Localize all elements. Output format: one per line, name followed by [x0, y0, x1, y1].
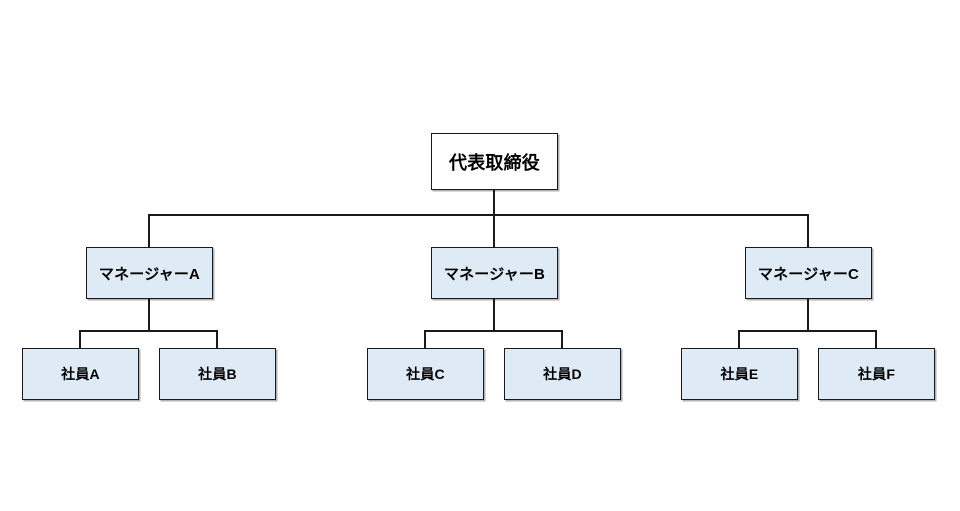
- node-label: 代表取締役: [449, 152, 540, 173]
- node-label: マネージャーA: [98, 265, 201, 283]
- connector-bus-manager-a: [80, 330, 217, 332]
- connector-root-stem: [493, 190, 495, 247]
- connector-drop-employee-f: [875, 330, 877, 348]
- node-label: マネージャーC: [757, 265, 860, 283]
- node-label: 社員C: [406, 366, 445, 382]
- node-employee-e[interactable]: 社員E: [681, 348, 798, 400]
- node-employee-a[interactable]: 社員A: [22, 348, 139, 400]
- node-label: 社員D: [543, 366, 582, 382]
- connector-stem-manager-a: [148, 299, 150, 330]
- node-employee-f[interactable]: 社員F: [818, 348, 935, 400]
- connector-bus-manager-b: [425, 330, 562, 332]
- node-label: 社員B: [198, 366, 237, 382]
- connector-drop-employee-d: [561, 330, 563, 348]
- connector-drop-employee-e: [738, 330, 740, 348]
- node-label: マネージャーB: [443, 265, 546, 283]
- connector-stem-manager-c: [807, 299, 809, 330]
- connector-bus-manager-c: [739, 330, 876, 332]
- node-label: 社員A: [61, 366, 100, 382]
- connector-drop-manager-a: [148, 214, 150, 247]
- node-employee-c[interactable]: 社員C: [367, 348, 484, 400]
- node-manager-a[interactable]: マネージャーA: [86, 247, 213, 299]
- node-employee-d[interactable]: 社員D: [504, 348, 621, 400]
- connector-drop-manager-c: [807, 214, 809, 247]
- node-manager-c[interactable]: マネージャーC: [745, 247, 872, 299]
- connector-drop-employee-a: [79, 330, 81, 348]
- connector-drop-employee-b: [216, 330, 218, 348]
- connector-manager-bus: [149, 214, 809, 216]
- node-manager-b[interactable]: マネージャーB: [431, 247, 558, 299]
- node-representative-director[interactable]: 代表取締役: [431, 133, 558, 190]
- connector-drop-employee-c: [424, 330, 426, 348]
- node-label: 社員F: [857, 366, 896, 382]
- connector-stem-manager-b: [493, 299, 495, 330]
- node-employee-b[interactable]: 社員B: [159, 348, 276, 400]
- node-label: 社員E: [720, 366, 759, 382]
